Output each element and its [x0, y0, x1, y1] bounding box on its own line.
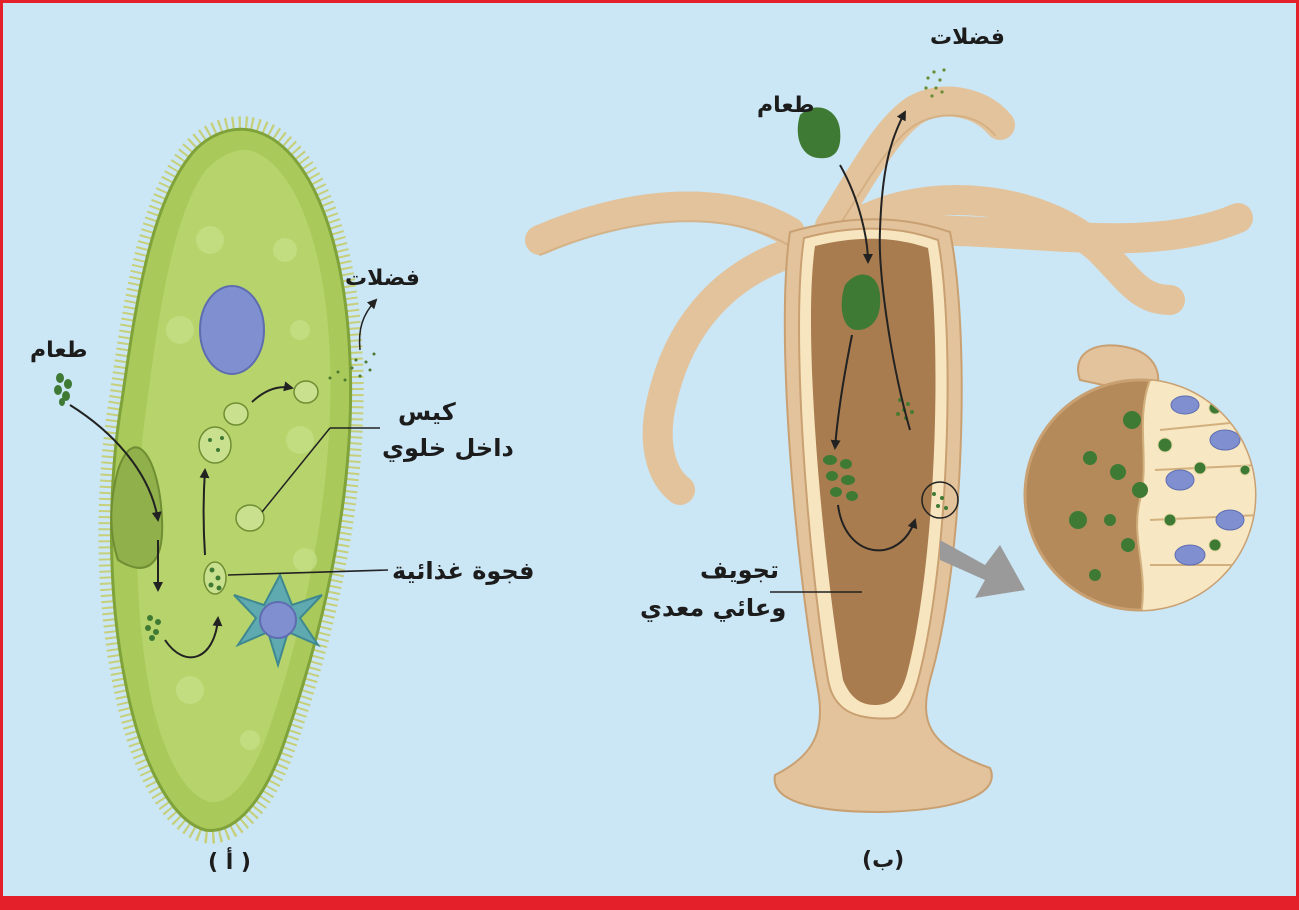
label-vesicle-line2: داخل خلوي	[382, 434, 514, 462]
paramecium	[54, 129, 388, 830]
label-food-b: طعام	[757, 93, 815, 118]
label-vesicle-line1: كيس	[398, 398, 456, 426]
label-cavity-line2: وعائي معدي	[640, 594, 786, 622]
label-food-a: طعام	[30, 338, 88, 363]
caption-a: ( أ )	[208, 850, 251, 875]
label-food-vacuole: فجوة غذائية	[392, 557, 534, 585]
food-vacuole	[204, 562, 226, 594]
cell-zoom	[1025, 345, 1260, 620]
zoom-arrow	[940, 540, 1025, 598]
label-cavity-line1: تجويف	[700, 556, 779, 584]
macronucleus	[200, 286, 264, 374]
label-waste-b: فضلات	[930, 25, 1005, 50]
food-in-cavity	[842, 275, 881, 330]
caption-b: (ب)	[862, 848, 904, 873]
label-waste-a: فضلات	[345, 266, 420, 291]
